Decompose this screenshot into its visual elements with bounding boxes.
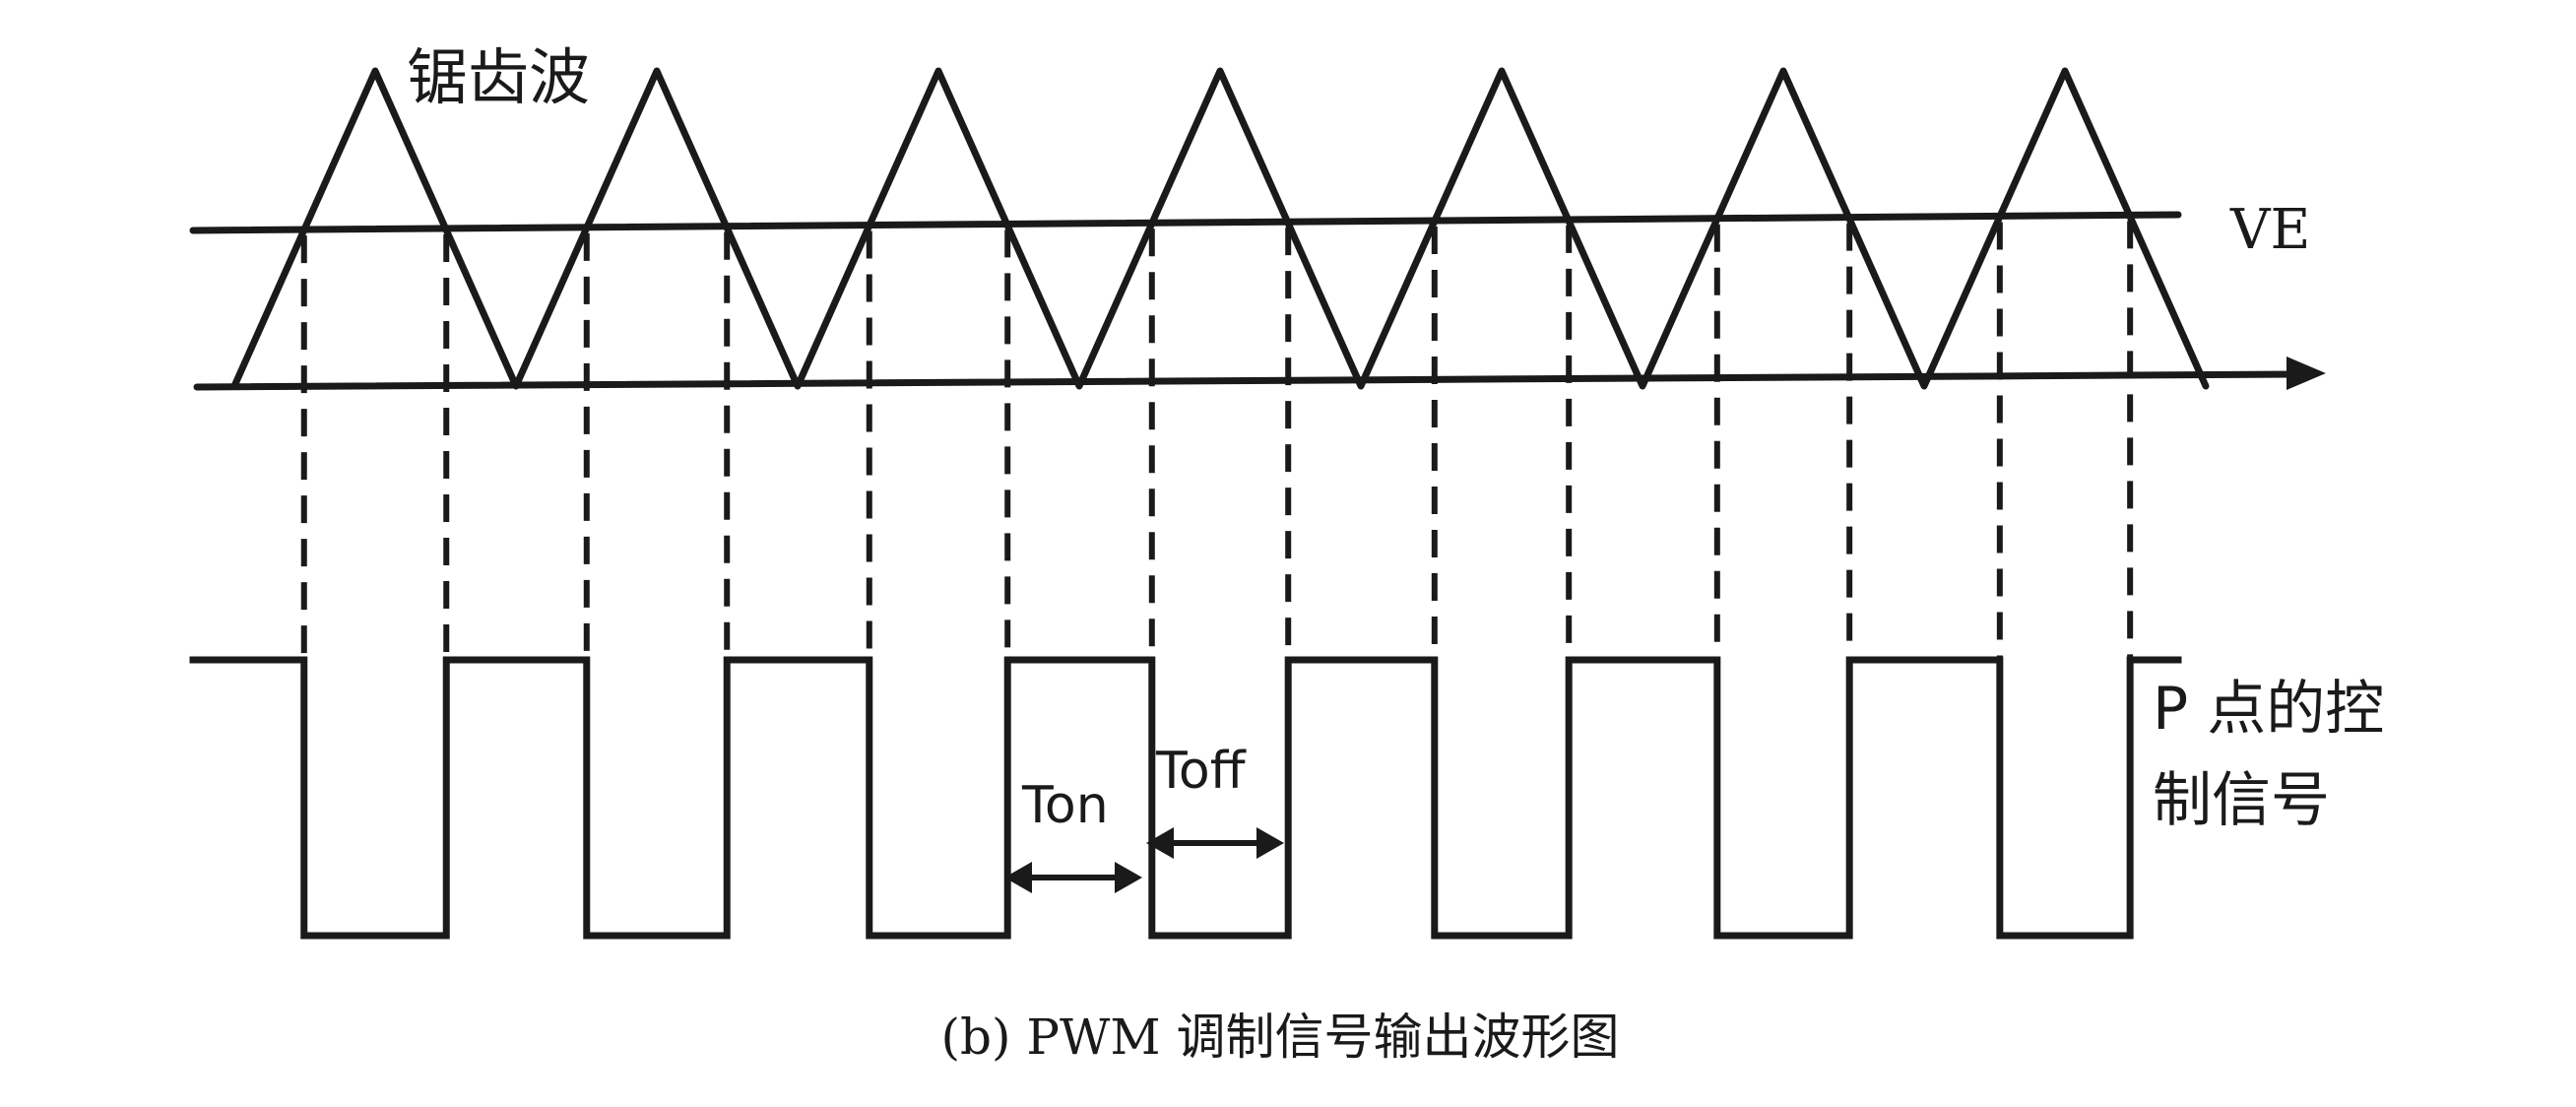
pwm-output-wave bbox=[189, 656, 2182, 940]
sawtooth-label: 锯齿波 bbox=[407, 41, 590, 113]
figure-caption: (b) PWM 调制信号输出波形图 bbox=[940, 1009, 1619, 1066]
ton-dimension-arrow bbox=[1004, 862, 1142, 893]
p-control-signal-label-line1: P 点的控 bbox=[2153, 675, 2384, 744]
toff-dimension-arrow bbox=[1146, 827, 1284, 859]
time-axis bbox=[193, 370, 2298, 391]
p-control-signal-label-line2: 制信号 bbox=[2153, 766, 2330, 835]
ve-label: VE bbox=[2229, 198, 2310, 262]
ve-reference-line bbox=[189, 211, 2182, 234]
projection-dashed-lines bbox=[300, 221, 2134, 660]
triangle-carrier-wave bbox=[230, 67, 2210, 390]
time-axis-arrow-icon bbox=[2286, 357, 2326, 390]
toff-label: Toff bbox=[1155, 742, 1247, 801]
ton-label: Ton bbox=[1021, 776, 1109, 835]
